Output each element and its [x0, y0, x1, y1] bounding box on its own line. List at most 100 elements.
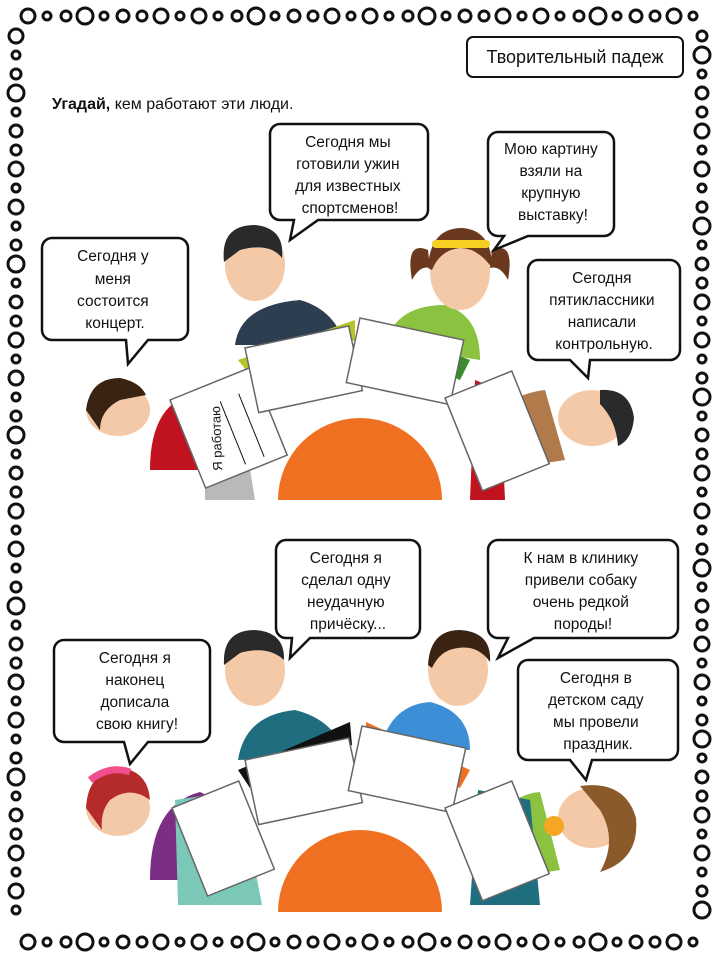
- border-ring: [693, 122, 711, 140]
- bubble-line: готовили ужин: [296, 156, 400, 173]
- border-ring: [6, 767, 26, 787]
- border-ring: [693, 635, 711, 653]
- border-ring: [532, 7, 550, 25]
- bubble-line: меня: [95, 271, 131, 288]
- border-ring: [695, 542, 709, 556]
- border-ring: [648, 9, 662, 23]
- border-ring: [693, 806, 711, 824]
- border-ring: [695, 618, 709, 632]
- border-ring: [323, 7, 341, 25]
- bubble-line: Сегодня мы: [305, 134, 391, 151]
- border-ring: [6, 83, 26, 103]
- border-ring: [9, 656, 23, 670]
- border-ring: [692, 900, 712, 920]
- border-ring: [696, 752, 708, 764]
- person-8-head: [544, 785, 637, 872]
- border-ring: [10, 391, 22, 403]
- border-ring: [7, 673, 25, 691]
- border-ring: [665, 7, 683, 25]
- person-2-head: [223, 225, 285, 301]
- bubble-line: причёску...: [310, 616, 386, 633]
- border-ring: [10, 790, 22, 802]
- border-ring: [6, 425, 26, 445]
- bubble-line: Сегодня я: [310, 550, 382, 567]
- border-ring: [693, 844, 711, 862]
- border-ring: [9, 238, 23, 252]
- answer-card-8[interactable]: [444, 780, 551, 902]
- border-ring: [687, 10, 699, 22]
- border-ring: [694, 85, 710, 101]
- border-ring: [8, 465, 24, 481]
- bubble-line: выставку!: [518, 207, 588, 224]
- border-ring: [696, 657, 708, 669]
- answer-card-3[interactable]: [345, 317, 465, 406]
- bubble-line: неудачную: [307, 594, 385, 611]
- bubble-line: для известных: [295, 178, 401, 195]
- answer-card-5[interactable]: [171, 780, 276, 898]
- border-ring: [19, 933, 37, 951]
- bubble-line: взяли на: [519, 163, 582, 180]
- border-ring: [695, 276, 709, 290]
- border-ring: [692, 558, 712, 578]
- border-ring: [59, 9, 73, 23]
- border-ring: [693, 160, 711, 178]
- svg-text:К нам в клинику привели: К нам в клинику привели собаку очень ред…: [524, 550, 643, 633]
- border-ring: [665, 933, 683, 951]
- person-1-head: [86, 378, 150, 436]
- border-ring: [10, 49, 22, 61]
- border-ring: [696, 695, 708, 707]
- answer-card-7[interactable]: [347, 725, 467, 814]
- border-ring: [516, 936, 528, 948]
- border-ring: [10, 619, 22, 631]
- border-ring: [9, 485, 23, 499]
- answer-card-4[interactable]: [444, 370, 551, 492]
- border-ring: [306, 9, 320, 23]
- border-ring: [696, 581, 708, 593]
- instruction-bold: Угадай,: [52, 96, 111, 113]
- border-ring: [695, 371, 709, 385]
- border-ring: [269, 10, 281, 22]
- border-ring: [7, 540, 25, 558]
- border-ring: [401, 935, 415, 949]
- bubble-line: Сегодня у: [77, 248, 149, 265]
- border-ring: [687, 936, 699, 948]
- border-ring: [383, 936, 395, 948]
- border-ring: [692, 45, 712, 65]
- border-ring: [8, 123, 24, 139]
- border-ring: [494, 933, 512, 951]
- border-ring: [693, 502, 711, 520]
- bubble-line: привели собаку: [525, 572, 637, 589]
- border-ring: [9, 827, 23, 841]
- border-ring: [323, 933, 341, 951]
- speech-bubble-dinner: Сегодня мы готовили ужин для известных с…: [268, 122, 430, 243]
- border-ring: [417, 932, 437, 952]
- border-ring: [9, 67, 23, 81]
- border-ring: [115, 8, 131, 24]
- border-ring: [696, 524, 708, 536]
- border-ring: [246, 932, 266, 952]
- border-ring: [345, 10, 357, 22]
- border-ring: [41, 936, 53, 948]
- border-ring: [477, 9, 491, 23]
- instruction: Угадай, кем работают эти люди.: [52, 96, 293, 114]
- border-ring: [692, 387, 712, 407]
- person-3-head: [410, 228, 510, 310]
- border-ring: [7, 711, 25, 729]
- border-ring: [696, 410, 708, 422]
- bubble-line: свою книгу!: [96, 716, 178, 733]
- border-ring: [696, 866, 708, 878]
- border-ring: [10, 562, 22, 574]
- border-ring: [7, 160, 25, 178]
- border-ring: [212, 10, 224, 22]
- border-ring: [10, 733, 22, 745]
- svg-text:Мою картину взяли на: Мою картину взяли на крупную выставку!: [504, 141, 602, 224]
- border-ring: [693, 293, 711, 311]
- border-ring: [6, 596, 26, 616]
- border-ring: [440, 10, 452, 22]
- border-ring: [516, 10, 528, 22]
- border-ring: [59, 935, 73, 949]
- bubble-line: детском саду: [548, 692, 644, 709]
- speech-bubble-kindergarten: Сегодня в детском саду мы провели праздн…: [516, 658, 680, 783]
- border-ring: [694, 427, 710, 443]
